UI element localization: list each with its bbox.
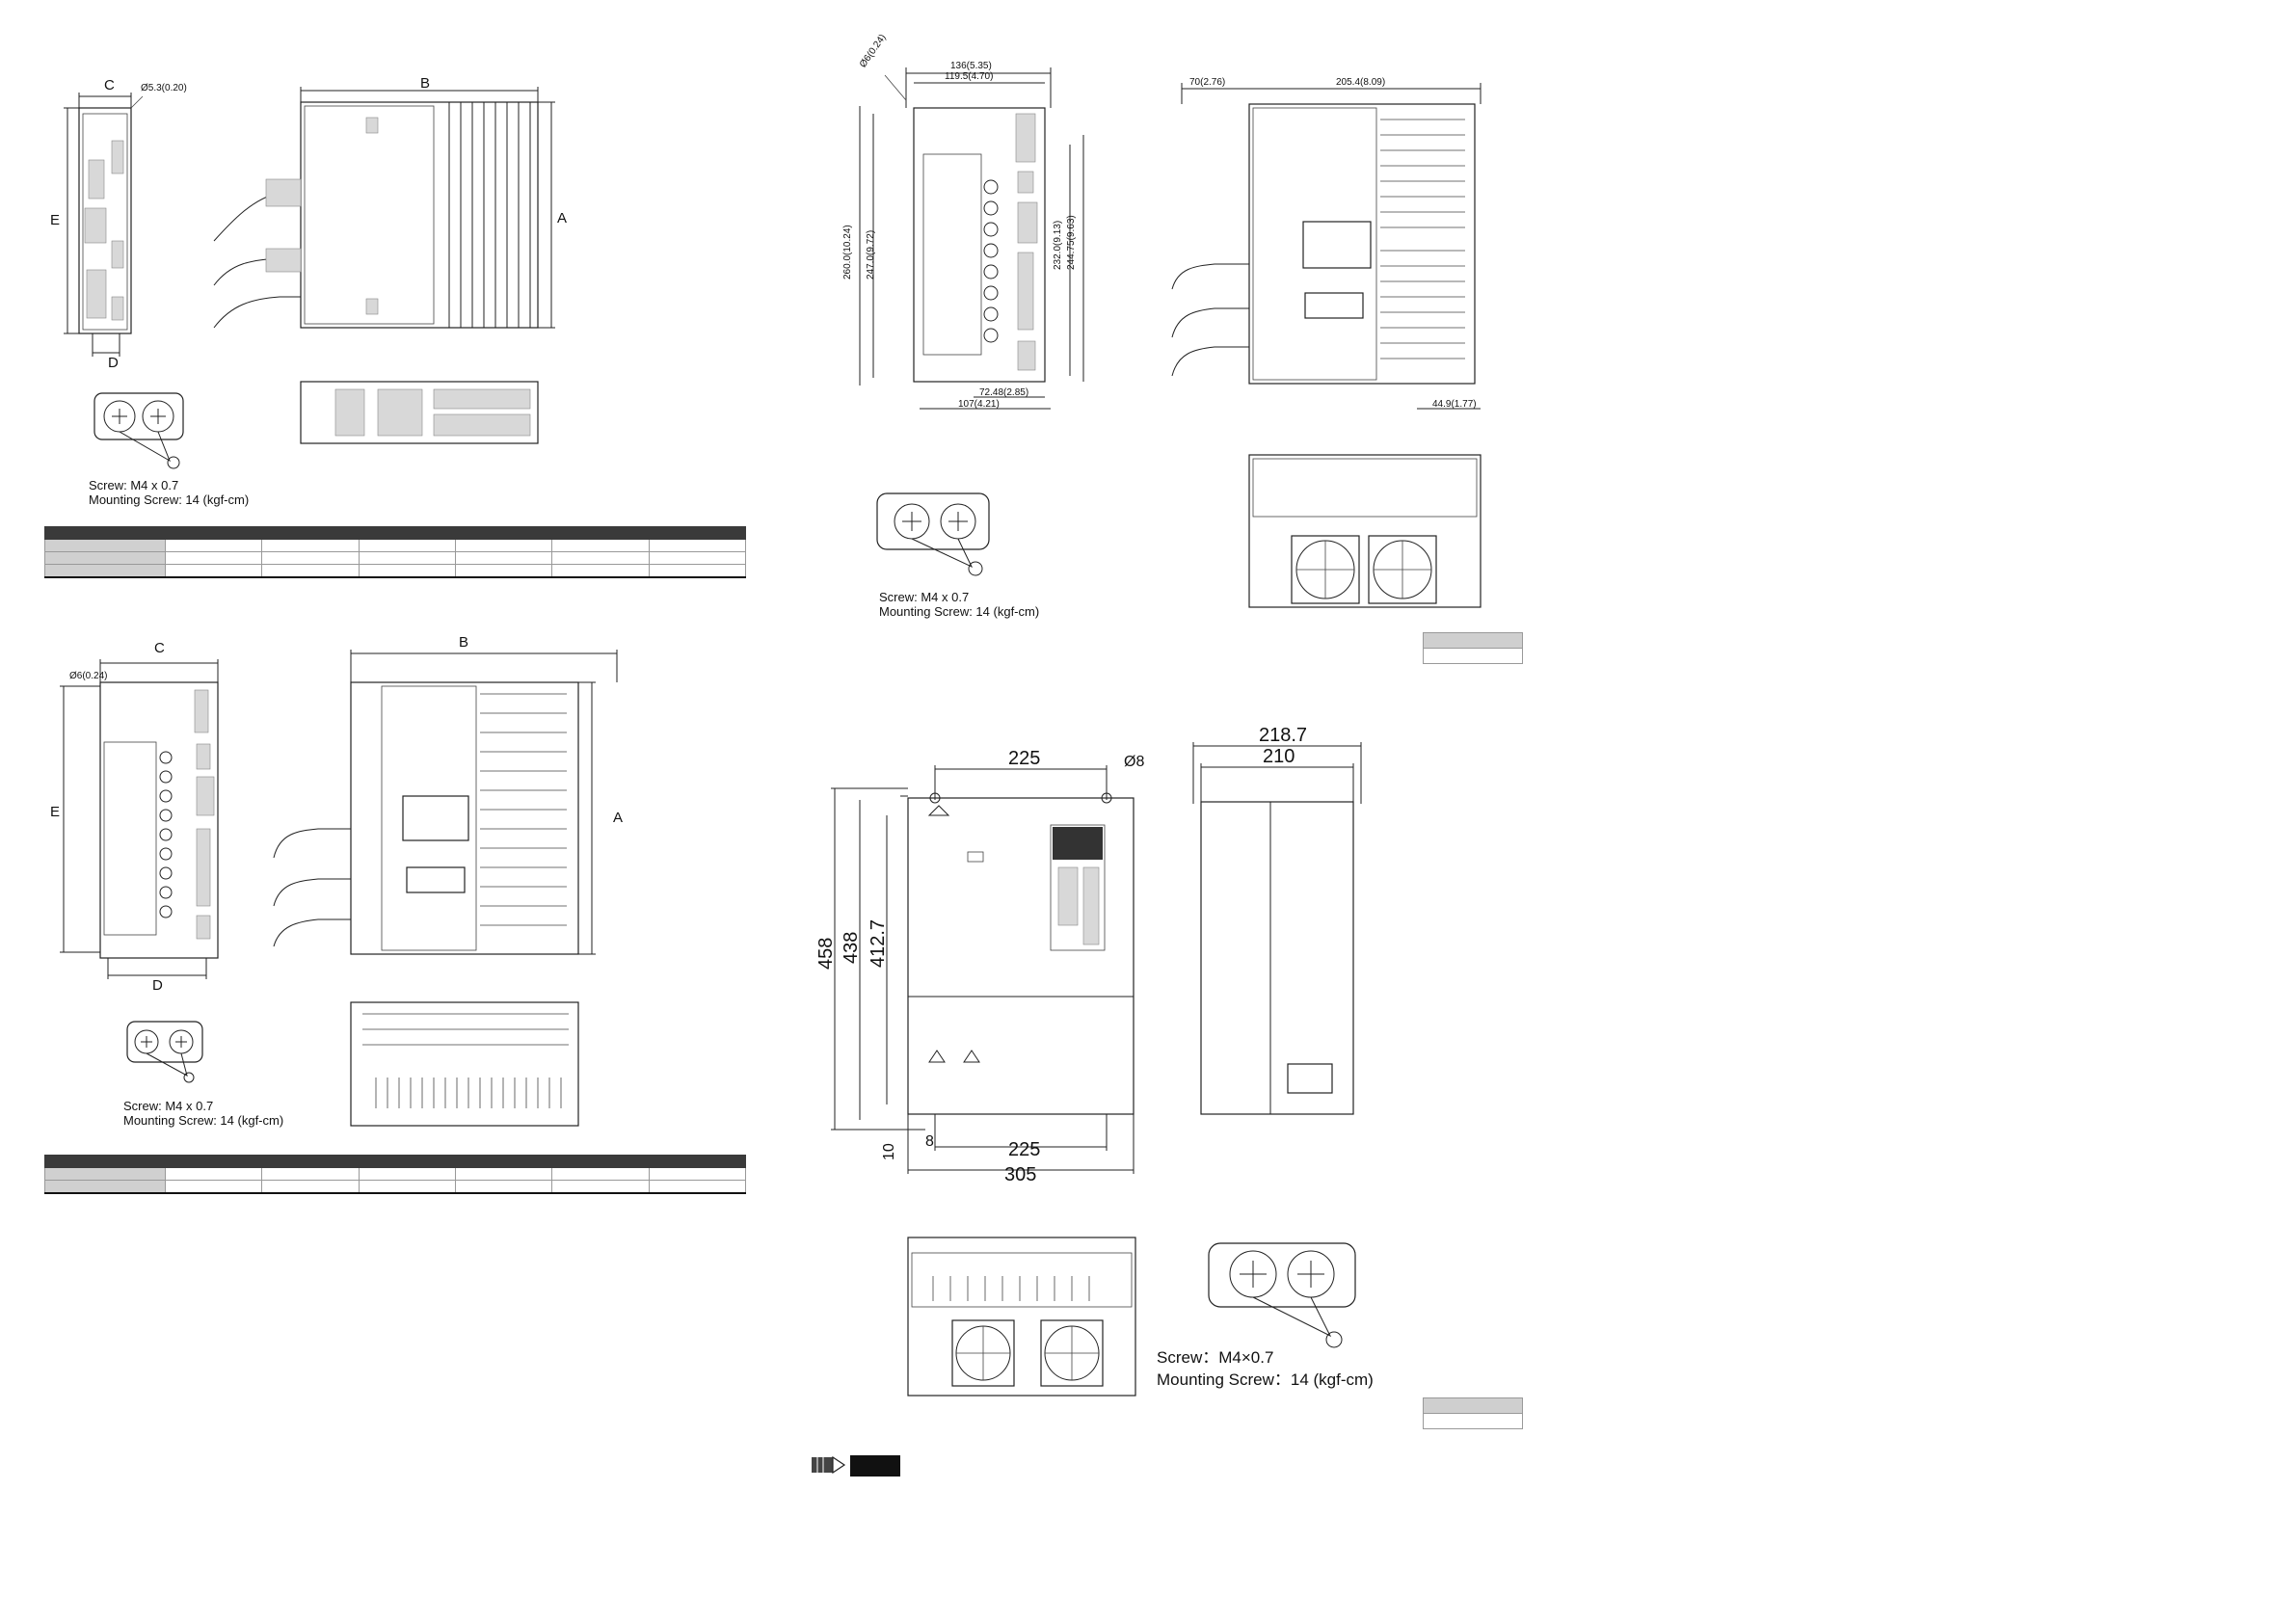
figure3-inner-h2: 244.75(9.63) [1066,215,1077,270]
figure4-h-mid: 438 [841,931,862,964]
figure4-side-depth-outer: 218.7 [1259,725,1308,746]
figure3-width-holes: 119.5(4.70) [945,71,994,82]
figure4-mini-table [1423,1397,1523,1429]
figure3-bottom-2: 107(4.21) [958,399,1000,410]
figure2-dimension-table [44,1155,747,1194]
figure4-top-holes: 225 [1008,748,1041,769]
figure3-mini-table [1423,632,1523,664]
figure3-side-front: 70(2.76) [1189,77,1226,88]
figure1-label-b: B [420,75,431,92]
figure4-mounting-spec: Mounting Screw：14 (kgf-cm) [1157,1370,1374,1389]
figure3-mounting-spec: Mounting Screw: 14 (kgf-cm) [879,604,1040,619]
figure4-bottom-offset: 10 [881,1143,897,1160]
note-pencil-icon [812,1455,900,1477]
figure3-height-holes: 247.0(9.72) [866,229,876,279]
figure4-small-dim: 8 [925,1133,934,1150]
figure1-screw-spec: Screw: M4 x 0.7 [89,478,179,492]
figure3-bottom-1: 72.48(2.85) [979,387,1029,398]
figure4-hole-dim: Ø8 [1124,754,1145,770]
figure1-label-a: A [557,210,568,226]
figure4-side-depth: 210 [1263,746,1295,767]
figure2-label-e: E [50,804,61,820]
figure2-label-d: D [152,977,163,994]
figure3-width-outer: 136(5.35) [950,61,992,71]
figure3-side-depth: 205.4(8.09) [1336,77,1386,88]
figure2-hole-dim: Ø6(0.24) [69,671,108,681]
figure2-label-b: B [459,634,469,651]
figure3-hole-dim: Ø6(0.24) [858,32,889,70]
figure2-terminal-block [159,751,173,918]
figure3-height-outer: 260.0(10.24) [842,225,853,279]
figure1-label-d: D [108,355,119,371]
figure2-mounting-spec: Mounting Screw: 14 (kgf-cm) [123,1113,284,1128]
figure3-screw-spec: Screw: M4 x 0.7 [879,590,970,604]
figure2-label-a: A [613,810,624,826]
figure2-vent-slots [480,693,567,926]
figure1-hole-dim: Ø5.3(0.20) [141,83,187,93]
figure3-inner-h1: 232.0(9.13) [1053,220,1063,270]
figure4-h-outer: 458 [815,937,837,970]
figure1-heatsink-fins [448,102,531,328]
figure1-dimension-table [44,526,747,578]
figure4-width: 305 [1004,1164,1037,1185]
figure2-label-c: C [154,640,165,656]
figure3-terminal-block [983,179,999,343]
figure3-side-bottom: 44.9(1.77) [1432,399,1477,410]
figure2-screw-spec: Screw: M4 x 0.7 [123,1099,214,1113]
figure4-bottom-holes: 225 [1008,1139,1041,1160]
figure4-h-inner: 412.7 [868,918,889,968]
figure4-screw-spec: Screw：M4×0.7 [1157,1348,1274,1367]
figure1-label-e: E [50,212,61,228]
figure1-label-c: C [104,77,115,93]
figure1-mounting-spec: Mounting Screw: 14 (kgf-cm) [89,492,250,507]
